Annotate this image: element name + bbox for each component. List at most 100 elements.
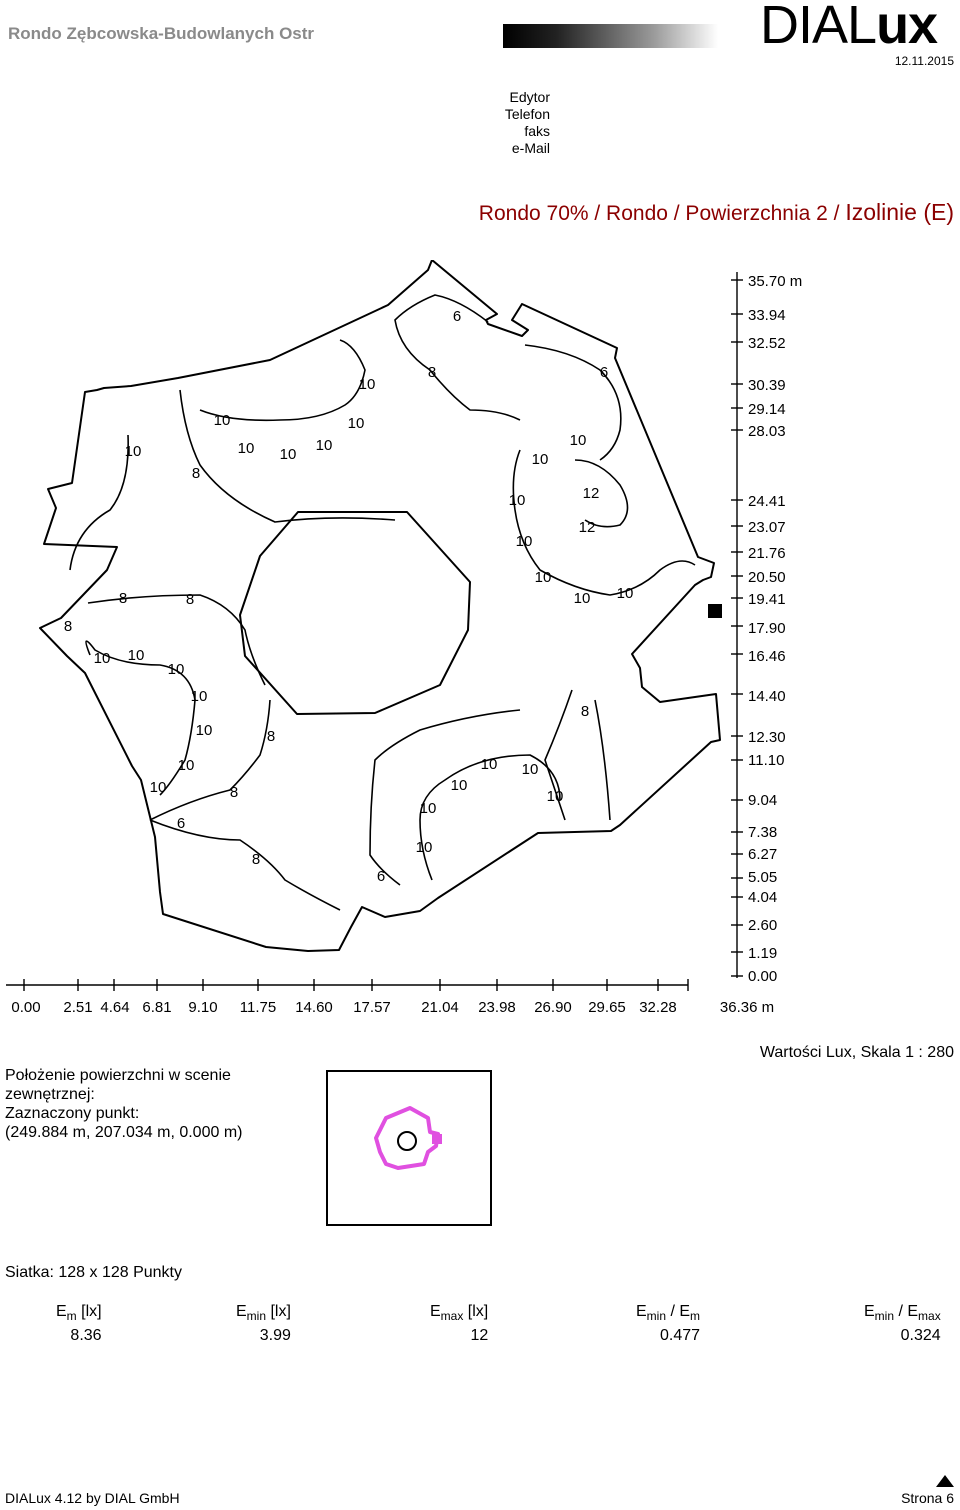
surface-outline [374, 1106, 440, 1170]
y-tick-label: 24.41 [748, 493, 786, 510]
x-tick-label: 17.57 [353, 999, 391, 1016]
reference-point-marker [708, 604, 722, 618]
stat-emax-label: Emax [lx] [430, 1303, 489, 1323]
isoline-label: 10 [348, 415, 365, 432]
isoline-label: 10 [516, 533, 533, 550]
y-tick-label: 33.94 [748, 307, 786, 324]
footer-software: DIALux 4.12 by DIAL GmbH [5, 1490, 180, 1506]
logo-text-light: DIAL [760, 0, 877, 55]
isoline-label: 8 [230, 784, 238, 801]
x-axis [6, 979, 689, 991]
contact-phone: Telefon [504, 106, 550, 122]
stat-emax: Emax [lx] 12 [430, 1303, 488, 1345]
stat-emin-value: 3.99 [259, 1327, 291, 1344]
isoline-label: 10 [535, 569, 552, 586]
isoline-label: 10 [280, 446, 297, 463]
stat-emin-emax: Emin / Emax 0.324 [864, 1303, 941, 1345]
y-tick-label: 11.10 [748, 752, 784, 769]
stat-emin-emax-value: 0.324 [900, 1327, 941, 1344]
contact-block: Edytor Telefon faks e-Mail [440, 89, 550, 157]
isoline-label: 6 [377, 868, 385, 885]
stat-emin-em-value: 0.477 [659, 1327, 701, 1344]
x-tick-label: 29.65 [588, 999, 626, 1016]
isoline-plan: 6 8 10 10 10 10 10 10 10 8 6 8 8 8 10 10… [6, 260, 802, 1016]
isoline-label: 6 [600, 364, 608, 381]
x-tick-label: 21.04 [421, 999, 459, 1016]
contact-fax: faks [524, 123, 550, 139]
x-tick-label: 0.00 [11, 999, 40, 1016]
x-tick-label: 6.81 [142, 999, 171, 1016]
isoline-label: 12 [579, 519, 596, 536]
stat-emin-label: Emin [lx] [236, 1303, 291, 1323]
scene-minimap [326, 1070, 492, 1226]
grid-label: Siatka: 128 x 128 Punkty [5, 1264, 182, 1281]
isoline-label: 8 [267, 728, 275, 745]
isoline-label: 10 [509, 492, 526, 509]
x-tick-label: 4.64 [100, 999, 129, 1016]
contact-email: e-Mail [511, 140, 550, 156]
stat-emin-em: Emin / Em 0.477 [636, 1303, 700, 1345]
y-tick-label: 12.30 [748, 729, 786, 746]
isoline-label: 8 [64, 618, 72, 635]
isoline-label: 10 [451, 777, 468, 794]
isoline-label: 10 [617, 585, 634, 602]
isoline-labels: 6 8 10 10 10 10 10 10 10 8 6 8 8 8 10 10… [64, 308, 634, 885]
isoline-label: 10 [168, 661, 185, 678]
y-tick-label: 32.52 [748, 335, 786, 352]
isoline-label: 10 [94, 650, 111, 667]
scale-label: Wartości Lux, Skala 1 : 280 [759, 1044, 954, 1061]
isoline-label: 10 [214, 412, 231, 429]
footer-page-number: Strona 6 [901, 1490, 954, 1506]
x-axis-labels: 0.00 2.51 4.64 6.81 9.10 11.75 14.60 17.… [11, 999, 774, 1016]
isoline-label: 8 [186, 591, 194, 608]
y-axis-labels: 35.70 m 33.94 32.52 30.39 29.14 28.03 24… [748, 273, 802, 985]
position-coordinates: (249.884 m, 207.034 m, 0.000 m) [5, 1124, 243, 1141]
isoline-label: 8 [252, 851, 260, 868]
y-tick-label: 28.03 [748, 423, 786, 440]
stat-emin: Emin [lx] 3.99 [236, 1303, 291, 1345]
y-tick-label: 5.05 [748, 869, 777, 886]
stat-emin-emax-label: Emin / Emax [864, 1303, 941, 1323]
isoline-label: 10 [191, 688, 208, 705]
position-line-2: zewnętrznej: [5, 1086, 95, 1103]
x-tick-label: 11.75 [240, 999, 276, 1016]
isoline-label: 10 [522, 761, 539, 778]
x-tick-label: 14.60 [295, 999, 333, 1016]
stat-emax-value: 12 [470, 1327, 489, 1344]
y-tick-label: 4.04 [748, 889, 777, 906]
x-tick-label: 9.10 [188, 999, 217, 1016]
header-gradient-bar [503, 24, 718, 48]
y-tick-label: 2.60 [748, 917, 777, 934]
isoline-label: 10 [238, 440, 255, 457]
isoline-label: 10 [196, 722, 213, 739]
y-tick-label: 19.41 [748, 591, 786, 608]
y-tick-label: 16.46 [748, 648, 786, 665]
stat-em-value: 8.36 [70, 1327, 102, 1344]
y-tick-label: 35.70 m [748, 273, 802, 290]
isoline-label: 10 [125, 443, 142, 460]
roundabout-center [397, 1131, 417, 1151]
y-tick-label: 30.39 [748, 377, 786, 394]
stat-em-label: Em [lx] [56, 1303, 102, 1323]
y-axis [731, 272, 743, 978]
dialux-logo: DIALux [760, 0, 938, 52]
isoline-label: 10 [359, 376, 376, 393]
minimap-marker [432, 1134, 442, 1144]
isoline-label: 10 [316, 437, 333, 454]
isoline-label: 10 [574, 590, 591, 607]
stat-emin-em-label: Emin / Em [636, 1303, 701, 1323]
y-tick-label: 6.27 [748, 846, 777, 863]
x-tick-label: 2.51 [63, 999, 92, 1016]
minimap-drawing [374, 1106, 442, 1170]
page-up-arrow-icon [936, 1474, 954, 1492]
isoline-label: 12 [583, 485, 600, 502]
y-tick-label: 29.14 [748, 401, 786, 418]
contact-editor: Edytor [509, 89, 550, 105]
isoline-label: 8 [581, 703, 589, 720]
position-info: Położenie powierzchni w scenie zewnętrzn… [5, 1066, 242, 1142]
x-tick-label: 32.28 [639, 999, 677, 1016]
y-tick-label: 23.07 [748, 519, 786, 536]
y-tick-label: 17.90 [748, 620, 786, 637]
x-tick-label: 23.98 [478, 999, 516, 1016]
y-tick-label: 0.00 [748, 968, 777, 985]
